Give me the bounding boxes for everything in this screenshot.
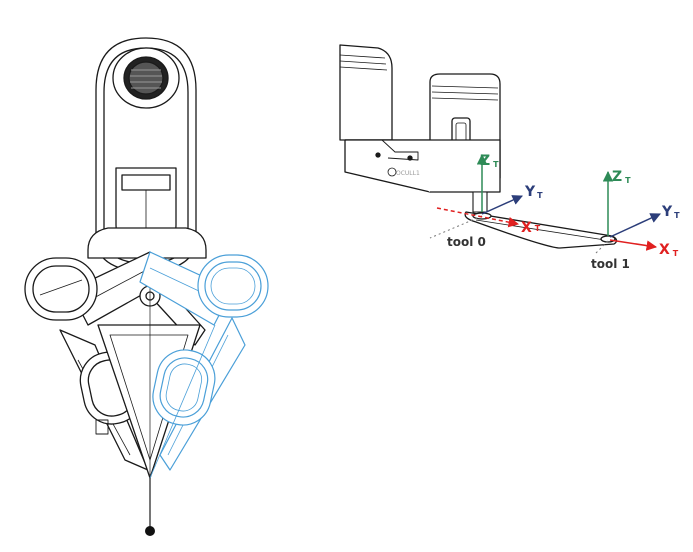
tool1-z-sub: T (625, 176, 631, 185)
tool1-x-letter: X (659, 242, 670, 258)
end-effector-dot-icon (145, 526, 155, 536)
tool1-z-letter: Z (612, 169, 622, 185)
tool0-x-sub: T (535, 224, 541, 233)
tool1-label: tool 1 (591, 257, 630, 271)
tool0-label: tool 0 (447, 235, 486, 249)
tool1-y-axis (609, 213, 661, 238)
robot-top-view-icon (24, 37, 207, 528)
tool0-y-letter: Y (524, 184, 536, 200)
tool1-x-axis (609, 239, 658, 251)
tool1-x-sub: T (673, 249, 679, 258)
robot-side-view-icon (339, 44, 618, 249)
tool0-y-sub: T (537, 191, 543, 200)
tool1-y-letter: Y (661, 204, 673, 220)
svg-text:ZT: ZT (480, 153, 499, 169)
svg-text:YT: YT (524, 184, 543, 200)
tool0-x-letter: X (521, 220, 532, 236)
tool1-pointer-line (593, 240, 609, 256)
tool0-z-sub: T (493, 160, 499, 169)
highlighted-right-arm (139, 251, 269, 479)
robot-brand-label: OCULL1 (396, 170, 420, 177)
svg-text:XT: XT (521, 220, 541, 236)
tool1-y-sub: T (674, 211, 680, 220)
svg-text:YT: YT (661, 204, 680, 220)
svg-text:XT: XT (659, 242, 679, 258)
tool0-y-axis (481, 195, 523, 215)
tool0-z-letter: Z (480, 153, 490, 169)
svg-text:ZT: ZT (612, 169, 631, 185)
